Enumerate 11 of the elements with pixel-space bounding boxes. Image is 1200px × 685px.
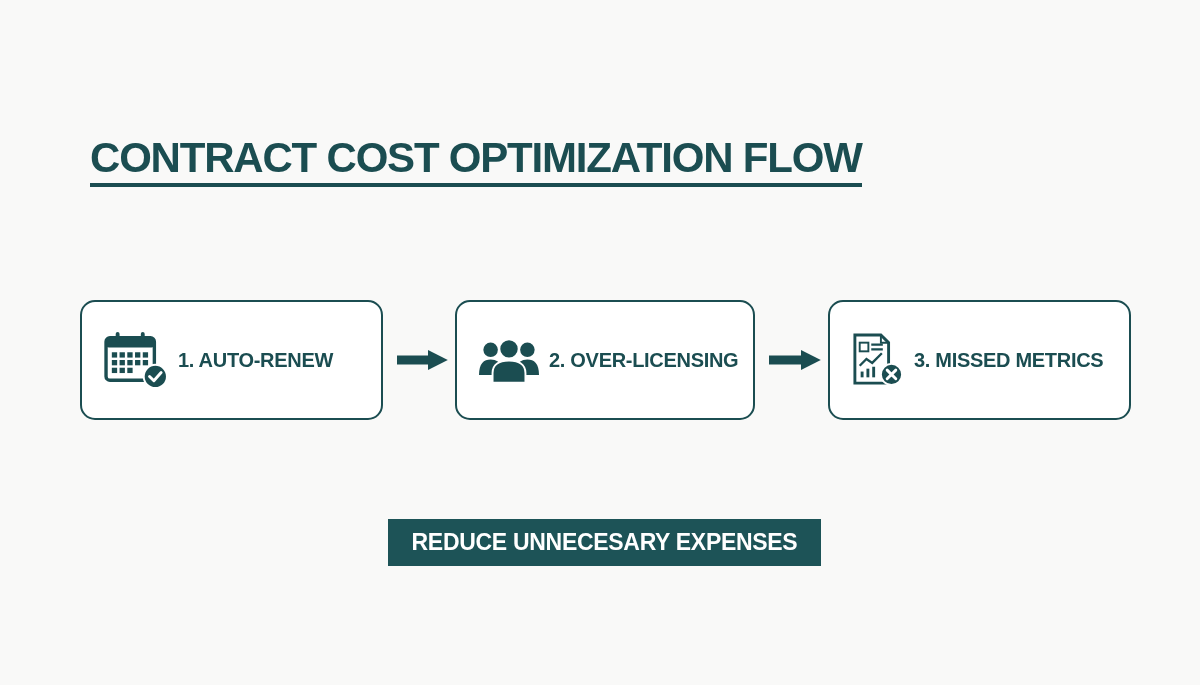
banner-box: [388, 519, 821, 566]
process-box: [828, 300, 1131, 420]
arrow: [769, 350, 821, 370]
arrow: [397, 350, 448, 370]
step-label: 2. OVER-LICENSING: [549, 348, 739, 372]
step-label: 3. MISSED METRICS: [914, 348, 1104, 372]
process-box: [80, 300, 383, 420]
banner-text: REDUCE UNNECESARY EXPENSES: [411, 529, 798, 556]
process-box: [455, 300, 755, 420]
diagram-title: CONTRACT COST OPTIMIZATION FLOW: [90, 134, 862, 187]
step-label: 1. AUTO-RENEW: [178, 348, 333, 372]
